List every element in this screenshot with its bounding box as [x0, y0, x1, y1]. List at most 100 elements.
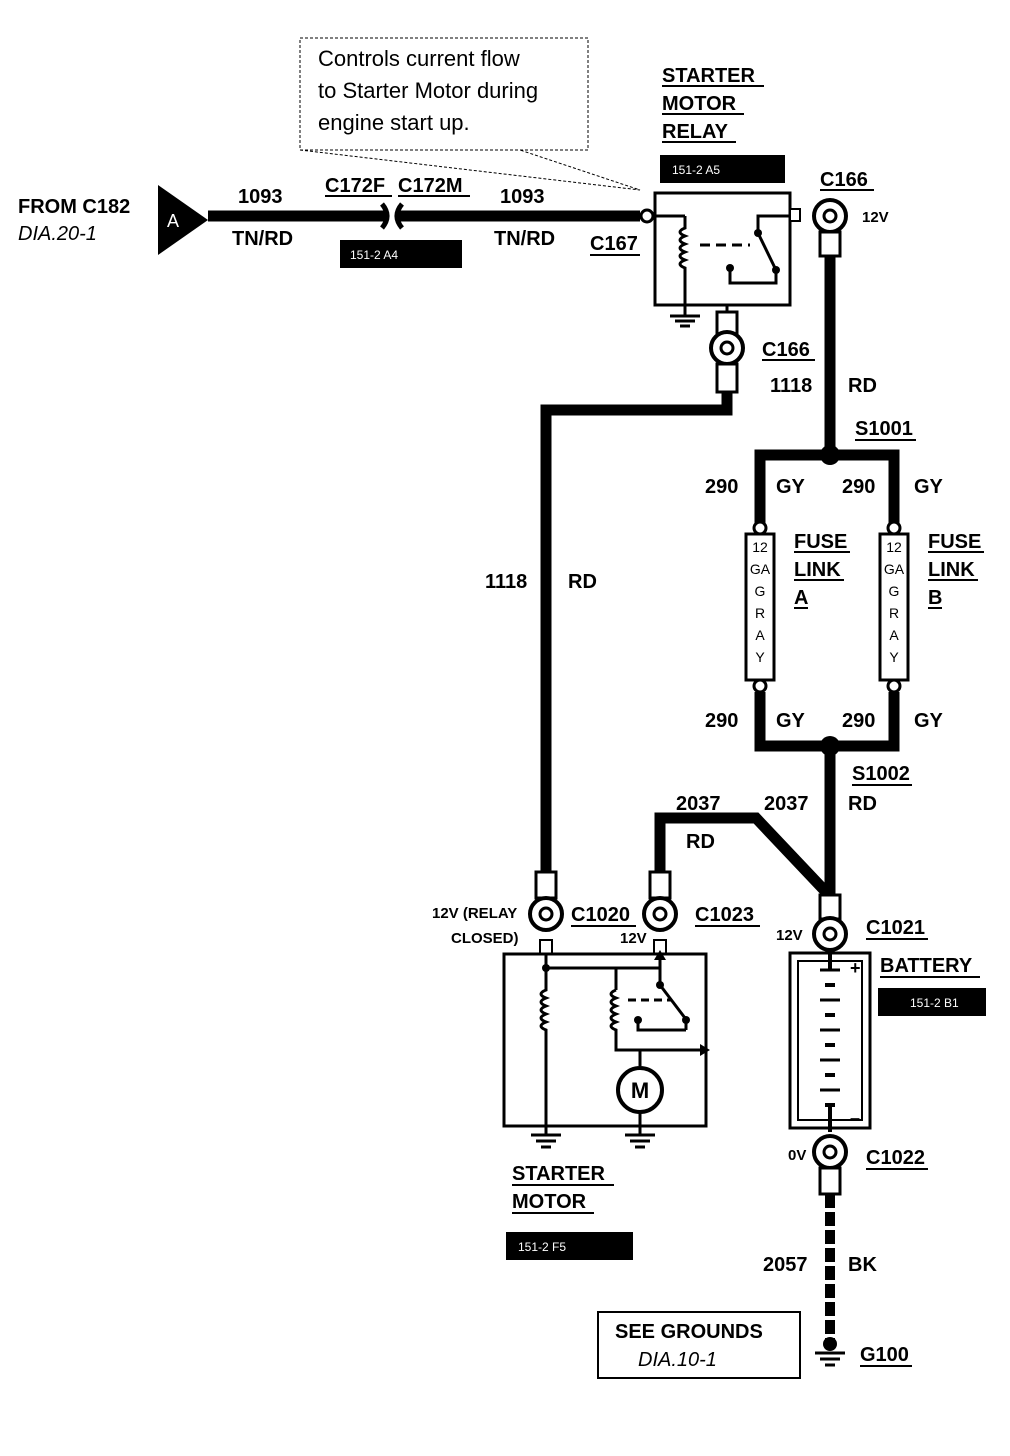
fuse-a-text-2: G — [755, 583, 766, 599]
see-grounds-box: SEE GROUNDS DIA.10-1 — [597, 1311, 801, 1379]
fuse-b-text-5: Y — [889, 649, 899, 665]
wire-1118-top-color: RD — [848, 375, 877, 397]
splice-s1001-label: S1001 — [855, 418, 913, 440]
connector-c166-top: C166 — [820, 169, 868, 191]
wire-1093 — [208, 202, 655, 230]
harness-ref-box — [340, 240, 462, 268]
connector-c172f: C172F — [325, 175, 385, 197]
wire-2037-left-color: RD — [686, 831, 715, 853]
wire-2037-right-color: RD — [848, 793, 877, 815]
fuse-a-label-1: FUSE — [794, 531, 847, 553]
voltage-c1022: 0V — [788, 1147, 806, 1164]
fuse-a-text-5: Y — [755, 649, 765, 665]
starter-ref-box — [506, 1232, 633, 1260]
connector-c1023-symbol — [642, 870, 678, 955]
callout-line-3: engine start up. — [318, 110, 470, 135]
voltage-c1021: 12V — [776, 927, 803, 944]
wire-290-b-top-number: 290 — [842, 476, 875, 498]
wire-290-b-bot-color: GY — [914, 710, 944, 732]
fuse-a-text-0: 12 — [752, 539, 768, 555]
see-grounds-title: SEE GROUNDS — [615, 1321, 763, 1343]
fuse-b-text-0: 12 — [886, 539, 902, 555]
voltage-c1023: 12V — [620, 930, 647, 947]
wire-290-a-top-number: 290 — [705, 476, 738, 498]
starter-label-2: MOTOR — [512, 1191, 587, 1213]
relay-label-3: RELAY — [662, 121, 729, 143]
connector-c1020: C1020 — [571, 904, 630, 926]
fuse-b-label-1: FUSE — [928, 531, 981, 553]
wire-1093-right-number: 1093 — [500, 186, 545, 208]
fuse-b-label-2: LINK — [928, 559, 975, 581]
wire-2037-right-number: 2037 — [764, 793, 809, 815]
wire-290-a-bot-color: GY — [776, 710, 806, 732]
connector-c1021-symbol — [812, 893, 848, 952]
connector-c166-mid-symbol — [709, 310, 745, 394]
connector-c1021: C1021 — [866, 917, 925, 939]
connector-c1022-symbol — [812, 1134, 848, 1196]
harness-ref: 151-2 A4 — [350, 248, 398, 262]
relay-label-1: STARTER — [662, 65, 756, 87]
battery-label: BATTERY — [880, 955, 973, 977]
wire-1093-left-number: 1093 — [238, 186, 283, 208]
fuse-b-text-4: A — [889, 627, 899, 643]
relay-ref: 151-2 A5 — [672, 163, 720, 177]
voltage-c166: 12V — [862, 209, 889, 226]
wire-290-b-top-color: GY — [914, 476, 944, 498]
voltage-c1020-line-1: 12V (RELAY — [432, 905, 517, 922]
wire-1118-left-number: 1118 — [485, 571, 527, 593]
battery-ref-box — [878, 988, 986, 1016]
connector-c172m: C172M — [398, 175, 462, 197]
ground-g100-symbol — [815, 1337, 845, 1367]
starter-label-1: STARTER — [512, 1163, 606, 1185]
battery-minus: – — [850, 1108, 860, 1128]
see-grounds-dia-ref: DIA.10-1 — [638, 1349, 717, 1371]
connector-c1022: C1022 — [866, 1147, 925, 1169]
wire-1118-top-number: 1118 — [770, 375, 812, 397]
motor-symbol: M — [631, 1078, 649, 1103]
wire-1093-right-color: TN/RD — [494, 228, 555, 250]
voltage-c1020-line-2: CLOSED) — [451, 930, 519, 947]
from-dia-ref: DIA.20-1 — [18, 223, 97, 245]
connector-c1020-symbol — [528, 870, 564, 955]
connector-c1023: C1023 — [695, 904, 754, 926]
source-marker: A — [158, 185, 208, 255]
relay-ref-box — [660, 155, 785, 183]
fuse-b-text-2: G — [889, 583, 900, 599]
callout-line-2: to Starter Motor during — [318, 78, 538, 103]
battery: + – — [788, 950, 872, 1132]
fuse-b-text-3: R — [889, 605, 899, 621]
relay-label-2: MOTOR — [662, 93, 737, 115]
connector-c167: C167 — [590, 233, 638, 255]
starter-motor-relay — [653, 191, 801, 330]
ground-g100: G100 — [860, 1344, 909, 1366]
connector-c166-top-symbol — [812, 198, 848, 258]
wire-290-a-top-color: GY — [776, 476, 806, 498]
fuse-a-text-1: GA — [750, 561, 771, 577]
starter-ref: 151-2 F5 — [518, 1240, 566, 1254]
fuse-a-text-3: R — [755, 605, 765, 621]
battery-ref: 151-2 B1 — [910, 996, 959, 1010]
wire-2057-color: BK — [848, 1254, 877, 1276]
fuse-b-text-1: GA — [884, 561, 905, 577]
starter-motor: M — [502, 950, 710, 1149]
fuse-link-b: 12 GA G R A Y — [878, 520, 910, 694]
fuse-a-label-2: LINK — [794, 559, 841, 581]
wire-2057-number: 2057 — [763, 1254, 808, 1276]
fuse-a-text-4: A — [755, 627, 765, 643]
wire-290-b-bot-number: 290 — [842, 710, 875, 732]
callout: Controls current flow to Starter Motor d… — [299, 37, 641, 191]
wire-1118-left-color: RD — [568, 571, 597, 593]
wire-2037-left-number: 2037 — [676, 793, 721, 815]
source-marker-letter: A — [167, 211, 179, 231]
callout-line-1: Controls current flow — [318, 46, 520, 71]
wire-1093-left-color: TN/RD — [232, 228, 293, 250]
battery-plus: + — [850, 958, 861, 978]
fuse-b-label-3: B — [928, 587, 942, 609]
fuse-a-label-3: A — [794, 587, 808, 609]
splice-s1002-label: S1002 — [852, 763, 910, 785]
fuse-link-a: 12 GA G R A Y — [744, 520, 776, 694]
connector-c166-mid: C166 — [762, 339, 810, 361]
from-c182-label: FROM C182 — [18, 196, 130, 218]
wire-290-a-bot-number: 290 — [705, 710, 738, 732]
